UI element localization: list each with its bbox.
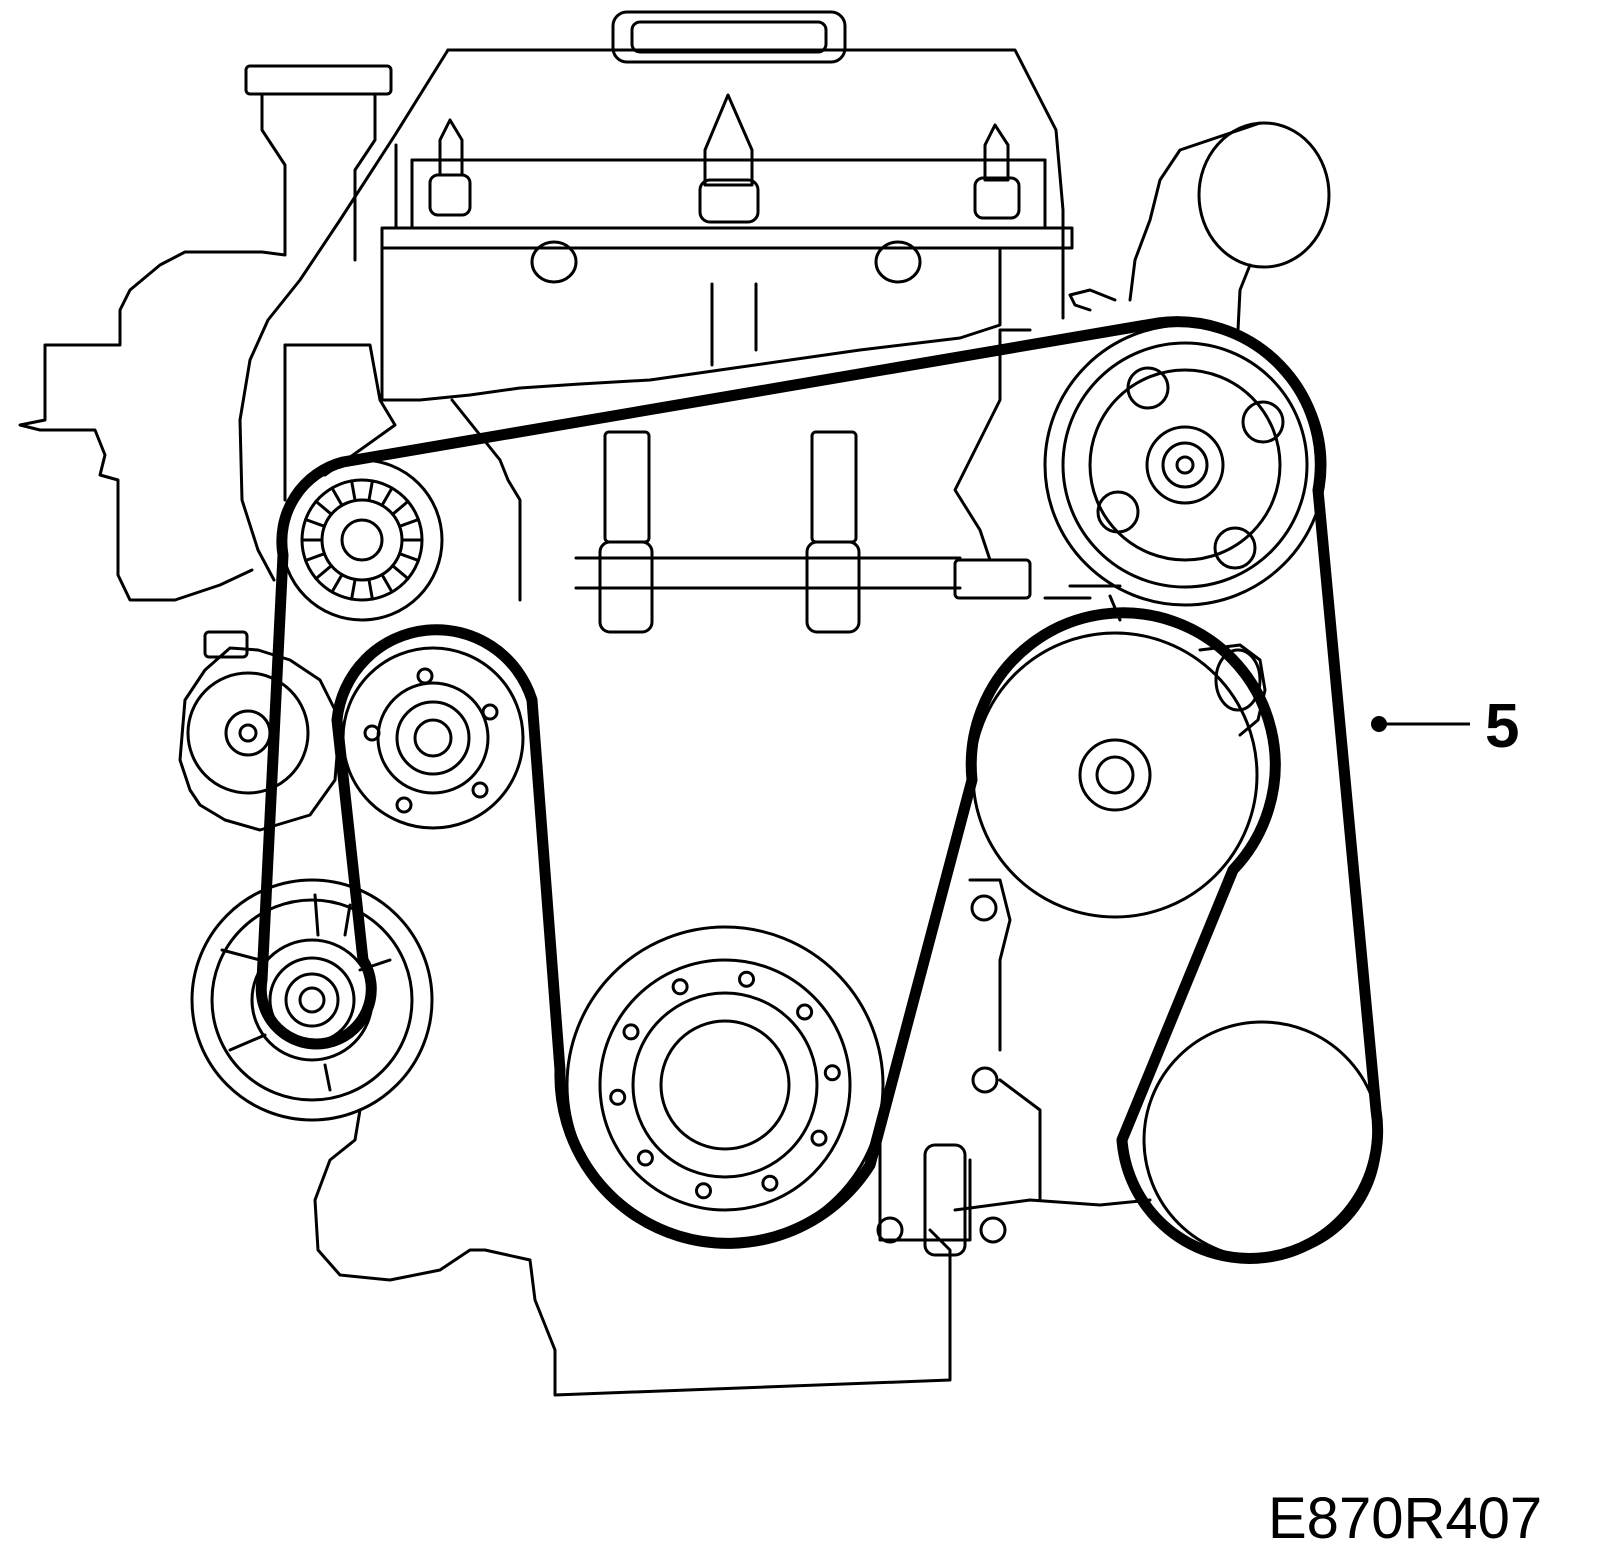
crank-bolt-hole: [823, 1064, 841, 1082]
idler-rib: [314, 499, 333, 516]
callout-label: 5: [1485, 692, 1519, 761]
serpentine-belt: [255, 316, 1384, 1264]
crank-bolt-hole: [636, 1149, 654, 1167]
idler-rib: [367, 577, 374, 601]
oil-filler-cap: [611, 10, 847, 64]
idler-rib: [350, 577, 357, 601]
figure-code: E870R407: [1268, 1486, 1543, 1551]
air-pipe: [1128, 121, 1331, 332]
idler-rib: [330, 573, 344, 594]
crank-bolt-hole: [695, 1182, 712, 1200]
idler-rib: [330, 486, 344, 507]
idler-rib: [398, 552, 420, 562]
idler-rib: [304, 518, 326, 528]
crank-bolt-hole: [622, 1023, 640, 1041]
callout-5: 5: [1371, 692, 1519, 761]
crank-bolt-hole: [609, 1088, 627, 1106]
crank-bolt-hole: [738, 970, 755, 988]
oil-pan: [313, 878, 1152, 1397]
idler-rib: [380, 486, 394, 507]
idler-rib: [350, 479, 357, 503]
idler-rib: [398, 518, 420, 528]
crank-bolt-hole: [810, 1129, 828, 1147]
power-steering-pulley: [190, 878, 434, 1122]
idler-rib: [304, 552, 326, 562]
generator-pulley: [971, 584, 1267, 919]
idler-rib: [391, 499, 410, 516]
crank-bolt-hole: [671, 978, 689, 996]
intake-pipe: [18, 64, 393, 602]
crank-bolt-hole: [761, 1174, 779, 1192]
tensioner-bracket: [283, 343, 397, 502]
idler-rib: [314, 564, 333, 581]
idler-rib: [391, 564, 410, 581]
fuel-rail: [574, 430, 1032, 634]
crank-bolt-hole: [796, 1003, 814, 1021]
alternator: [178, 630, 342, 832]
idler-rib: [367, 479, 374, 503]
water-pump-pulley: [341, 646, 525, 830]
engine-block: [238, 48, 1074, 602]
idler-rib: [380, 573, 394, 594]
spark-plugs: [428, 93, 1021, 284]
